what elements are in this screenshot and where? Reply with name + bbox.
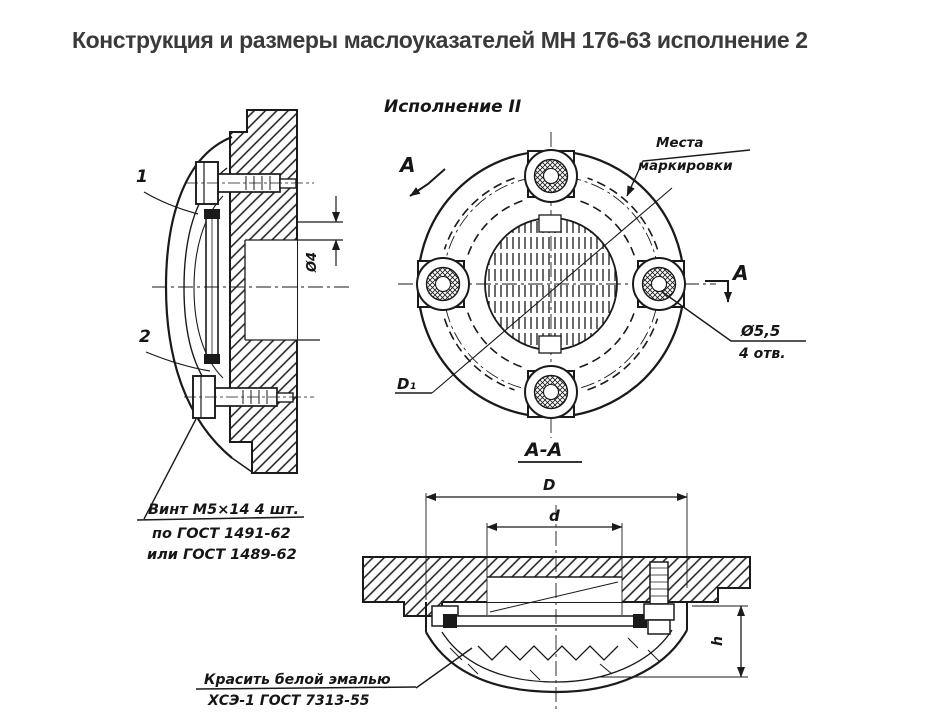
- dimension-h-label: h: [710, 636, 726, 646]
- fastening-screw-heads: [416, 149, 686, 419]
- section-view: A-A: [195, 439, 751, 710]
- glass-disc-section: [443, 614, 647, 628]
- variant-label: Исполнение II: [384, 97, 521, 117]
- curved-slots: [443, 177, 659, 391]
- vertical-screw: [643, 561, 675, 635]
- wall-recess: [487, 577, 622, 602]
- page-title: Конструкция и размеры маслоуказателей МН…: [72, 27, 808, 53]
- section-title: A-A: [518, 439, 582, 463]
- dimension-D-label: D: [543, 476, 555, 494]
- screw-note-line1: Винт М5×14 4 шт.: [148, 502, 299, 518]
- side-view: Ø4: [136, 109, 352, 563]
- glass-stack: [204, 209, 220, 364]
- screw-note-line3: или ГОСТ 1489-62: [147, 547, 297, 563]
- dimension-d-label: d: [549, 507, 560, 525]
- screw-head-right: [632, 257, 686, 311]
- dimension-D: D: [425, 476, 688, 600]
- dome-hatch-ticks: [449, 637, 661, 681]
- screw-note: Винт М5×14 4 шт. по ГОСТ 1491-62 или ГОС…: [136, 418, 305, 563]
- section-plane-marker: A: [705, 261, 748, 303]
- screw-head-left: [416, 257, 470, 311]
- wall-bore: [245, 240, 297, 340]
- front-view: D₁ A A Места маркировки Ø5,5 4 отв. Испо…: [384, 97, 806, 438]
- paint-note: Красить белой эмалью ХСЭ-1 ГОСТ 7313-55: [195, 647, 473, 709]
- section-title-label: A-A: [523, 439, 562, 461]
- part-callout-1: 1: [136, 167, 199, 215]
- screw-head-bottom: [524, 365, 578, 419]
- dimension-d: d: [486, 507, 623, 615]
- marking-note: Места маркировки: [626, 135, 751, 197]
- marking-note-line1: Места: [656, 135, 704, 151]
- seal-bottom: [204, 354, 220, 364]
- screw-head-top: [524, 149, 578, 203]
- holes-count-label: 4 отв.: [738, 346, 786, 362]
- holes-dimension: Ø5,5 4 отв.: [660, 290, 806, 362]
- d1-dimension-label: D₁: [397, 375, 416, 393]
- glass-zigzag-edge: [477, 645, 619, 661]
- glass-thickness-dimension: Ø4: [305, 196, 340, 273]
- view-arrow-label: A: [398, 153, 415, 177]
- reflector-line: [489, 581, 619, 613]
- part-callout-2: 2: [139, 327, 211, 372]
- seal-top: [204, 209, 220, 219]
- glass-clips: [538, 214, 562, 354]
- dimension-h: h: [600, 605, 748, 678]
- screw-bottom: [184, 375, 314, 419]
- part-2-label: 2: [139, 327, 151, 347]
- screw-top: [186, 161, 314, 205]
- screw-note-line2: по ГОСТ 1491-62: [152, 526, 291, 542]
- holes-diameter-label: Ø5,5: [740, 322, 780, 340]
- view-arrow-a: A: [398, 153, 446, 197]
- paint-note-line2: ХСЭ-1 ГОСТ 7313-55: [207, 693, 370, 709]
- d1-dimension: D₁: [395, 187, 673, 394]
- marking-note-line2: маркировки: [638, 158, 733, 174]
- part-1-label: 1: [136, 167, 148, 187]
- paint-note-line1: Красить белой эмалью: [204, 672, 391, 688]
- section-plane-label: A: [731, 261, 748, 285]
- glass-thickness-label: Ø4: [305, 252, 320, 273]
